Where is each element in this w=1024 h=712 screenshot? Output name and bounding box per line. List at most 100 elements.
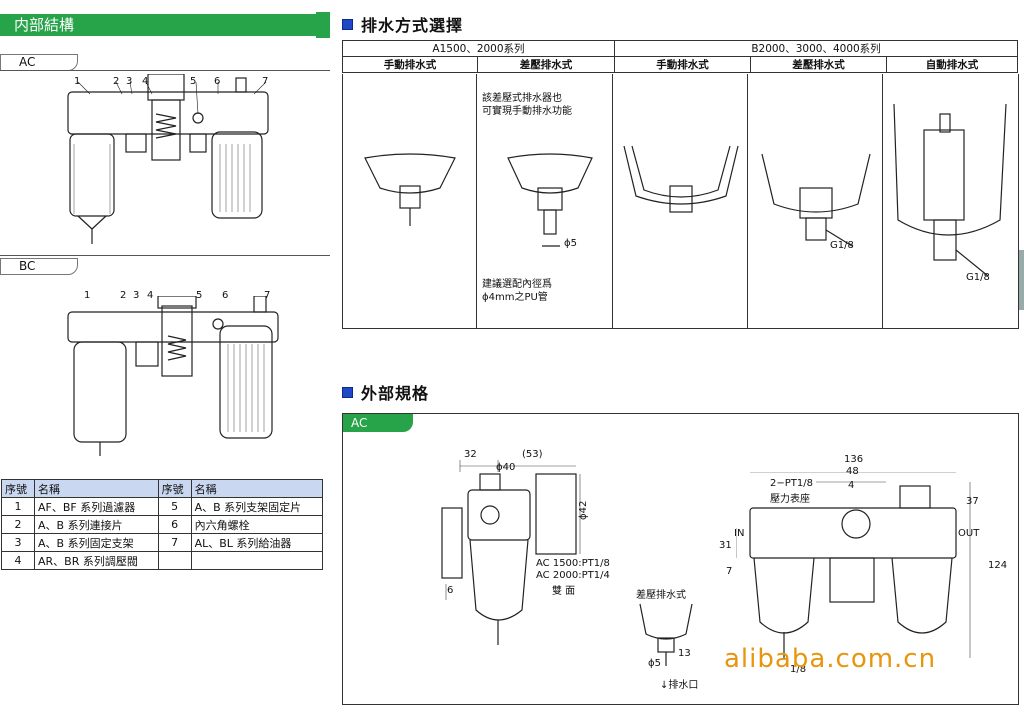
cell: 內六角螺栓: [190, 515, 324, 534]
drain-table-header: A1500、2000系列 B2000、3000、4000系列 手動排水式 差壓排…: [342, 40, 1018, 73]
parts-table-header: 序號 名稱 序號 名稱: [1, 479, 324, 498]
watermark: alibaba.com.cn: [724, 644, 937, 674]
drain-table-body: [342, 74, 1019, 329]
parts-table: 序號 名稱 序號 名稱 1 AF、BF 系列過濾器 5 A、B 系列支架固定片 …: [1, 479, 324, 570]
ac-callout-2: 2: [113, 76, 120, 87]
diff-13: 13: [678, 648, 691, 659]
gauge-label: 壓力表座: [770, 494, 810, 505]
dim-53: (53): [522, 449, 543, 460]
port-1: AC 1500:PT1/8: [536, 558, 610, 569]
bc-divider: [0, 255, 330, 256]
port-2: AC 2000:PT1/4: [536, 570, 610, 581]
in-port: IN: [734, 528, 745, 539]
drain-diff-a-drawing: [507, 153, 593, 247]
section-title-internal: 内部結構: [0, 14, 330, 36]
dim-phi42: ϕ42: [578, 500, 589, 520]
drain-g18-b: G1/8: [966, 272, 990, 283]
table-row: 3 A、B 系列固定支架 7 AL、BL 系列給油器: [1, 533, 324, 552]
external-box: [342, 413, 1019, 705]
cell: 4: [1, 551, 35, 570]
dim-g18: 1/8: [790, 664, 807, 675]
diff-label: 差壓排水式: [636, 590, 686, 601]
bc-callout-3: 3: [133, 290, 140, 301]
cell: A、B 系列支架固定片: [190, 497, 324, 516]
bc-label: BC: [0, 258, 78, 275]
ac-external-front-drawing: [736, 472, 971, 658]
note-top-line2: 可實現手動排水功能: [482, 106, 572, 117]
drain-port-text: 排水口: [668, 680, 699, 691]
col-diff-a: 差壓排水式: [477, 56, 615, 73]
cell: 5: [157, 497, 192, 516]
col-manual-b: 手動排水式: [614, 56, 751, 73]
bc-callout-2: 2: [120, 290, 127, 301]
out-port: OUT: [958, 528, 980, 539]
external-section-heading: 外部規格: [342, 380, 429, 404]
bc-internal-drawing: [67, 296, 279, 456]
title-band-line: [316, 12, 330, 38]
cell: 7: [157, 533, 192, 552]
drain-auto-b-drawing: [893, 103, 1007, 277]
drain-diff-b-drawing: [761, 153, 871, 247]
external-title: 外部規格: [361, 384, 430, 403]
ac-external-side-drawing: [441, 460, 581, 645]
bc-callout-5: 5: [196, 290, 203, 301]
scrollbar-strip[interactable]: [1019, 250, 1024, 310]
cell: [157, 551, 192, 570]
cell: 1: [1, 497, 35, 516]
dim-136: 136: [844, 454, 864, 465]
ac-callout-6: 6: [214, 76, 221, 87]
cell: AF、BF 系列過濾器: [34, 497, 159, 516]
drain-section-heading: 排水方式選擇: [342, 12, 463, 36]
col-divider: [612, 74, 613, 329]
drain-g18-a: G1/8: [830, 240, 854, 251]
note-bottom-line2: ϕ4mm之PU管: [482, 292, 548, 303]
dim-pt: 2−PT1/8: [770, 478, 813, 489]
col-diff-b: 差壓排水式: [750, 56, 887, 73]
port-3: 雙 面: [552, 586, 576, 597]
dim-31: 31: [719, 540, 732, 551]
ac-callout-5: 5: [190, 76, 197, 87]
arrow-down-icon: ↓: [660, 680, 669, 691]
ac-callout-4: 4: [142, 76, 149, 87]
dim-phi40: ϕ40: [496, 462, 516, 473]
drain-phi5: ϕ5: [564, 238, 577, 249]
table-row: 1 AF、BF 系列過濾器 5 A、B 系列支架固定片: [1, 497, 324, 516]
diff-drain-drawing: [639, 603, 693, 666]
drain-title: 排水方式選擇: [361, 16, 464, 35]
group-b: B2000、3000、4000系列: [614, 40, 1018, 57]
drain-note-top: 該差壓式排水器也 可實現手動排水功能: [482, 92, 572, 118]
ac-label: AC: [0, 54, 78, 71]
cell: A、B 系列固定支架: [34, 533, 159, 552]
cell: 2: [1, 515, 35, 534]
cell: AL、BL 系列給油器: [190, 533, 324, 552]
col-manual-a: 手動排水式: [342, 56, 478, 73]
external-tab: AC: [343, 414, 413, 432]
bc-callout-7: 7: [264, 290, 271, 301]
bullet-square-icon: [342, 387, 353, 398]
ac-internal-drawing: [67, 74, 269, 244]
ac-callout-7: 7: [262, 76, 269, 87]
bc-callout-6: 6: [222, 290, 229, 301]
col-divider: [882, 74, 883, 329]
cell: [190, 551, 324, 570]
dim-37: 37: [966, 496, 979, 507]
group-a: A1500、2000系列: [342, 40, 615, 57]
ac-callout-1: 1: [74, 76, 81, 87]
header-no: 序號: [1, 479, 35, 498]
dim-32: 32: [464, 449, 477, 460]
cell: 3: [1, 533, 35, 552]
dim-4: 4: [848, 480, 855, 491]
col-divider: [747, 74, 748, 329]
cell: A、B 系列連接片: [34, 515, 159, 534]
col-divider: [476, 74, 477, 329]
ac-callout-3: 3: [126, 76, 133, 87]
header-no-2: 序號: [157, 479, 192, 498]
diff-phi5: ϕ5: [648, 658, 661, 669]
bullet-square-icon: [342, 19, 353, 30]
bc-callout-4: 4: [147, 290, 154, 301]
col-auto-b: 自動排水式: [886, 56, 1018, 73]
dim-6: 6: [447, 585, 454, 596]
note-bottom-line1: 建議選配內徑爲: [482, 279, 552, 290]
header-name: 名稱: [34, 479, 159, 498]
dim-124: 124: [988, 560, 1008, 571]
